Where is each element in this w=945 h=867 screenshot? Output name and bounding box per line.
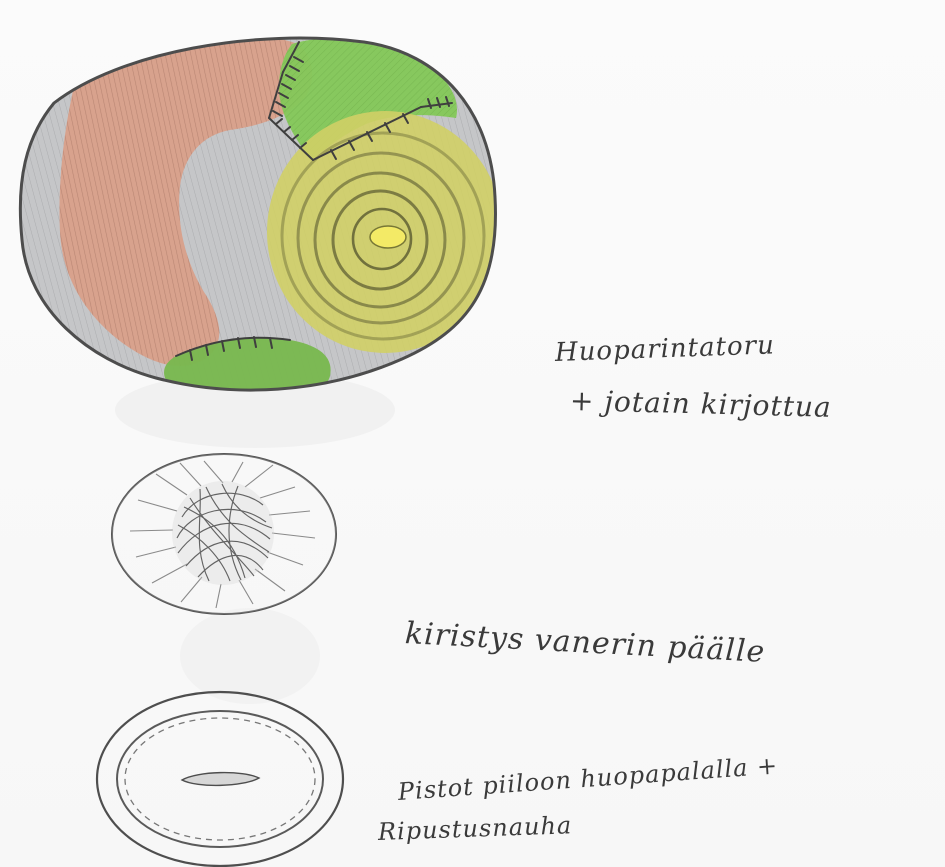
back-stitch-circle-sketch [97, 692, 343, 866]
circle-shadow [180, 608, 320, 704]
ball-illustration [0, 0, 520, 420]
plywood-circle-sketch [112, 454, 336, 614]
ball-caption-line-2: + jotain kirjottua [570, 384, 833, 424]
